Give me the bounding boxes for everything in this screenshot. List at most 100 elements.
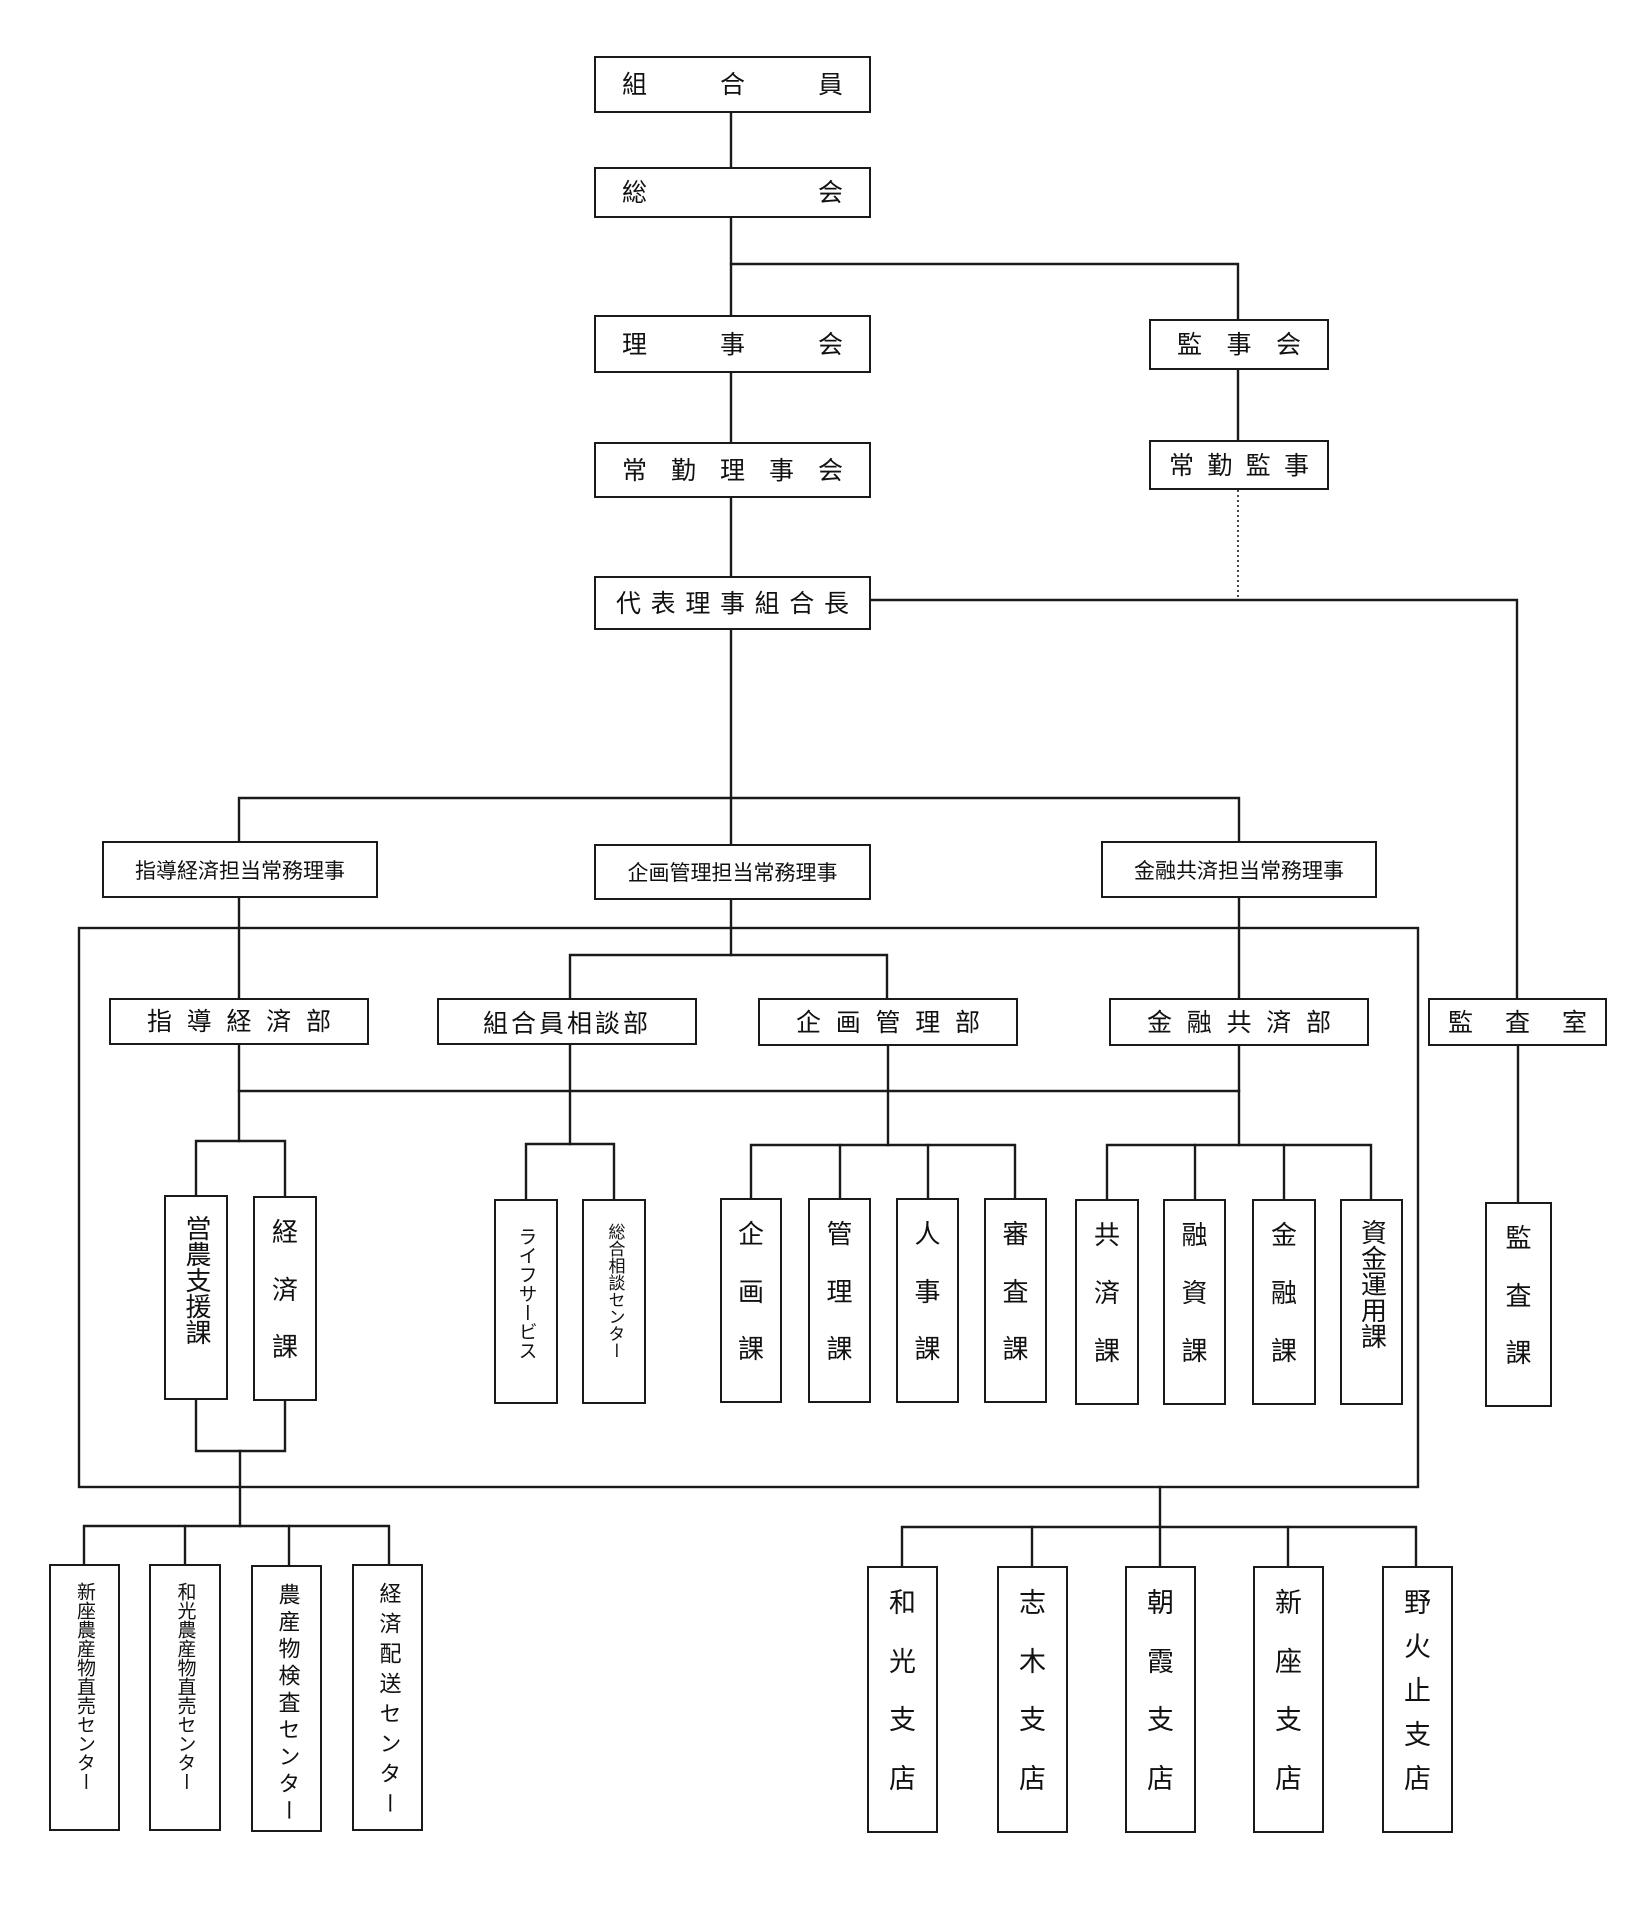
center-label: 農産物検査センター [274, 1583, 300, 1826]
label-char: 会 [817, 329, 843, 359]
branch-label: 志木支店 [1019, 1590, 1046, 1793]
label-char: 課 [1270, 1337, 1297, 1367]
label-char: 事 [1226, 330, 1252, 359]
label-char: 済 [266, 1007, 292, 1036]
label-char: 課 [826, 1335, 853, 1365]
label-char: 支 [1147, 1705, 1174, 1737]
label-char: 常 [622, 455, 648, 485]
label-char: 管 [826, 1220, 853, 1250]
label-char: 課 [1093, 1337, 1120, 1367]
branch-label: 朝霞支店 [1147, 1590, 1174, 1793]
finance-dept-label: 金融共済部 [1147, 1010, 1331, 1035]
president-label: 代表理事組合長 [616, 591, 849, 616]
board-label: 理事会 [622, 332, 843, 357]
connector [869, 598, 1519, 1000]
label-char: 監 [1177, 330, 1203, 359]
label-char: 共 [1226, 1007, 1252, 1037]
mutual-aid-section-box: 共済課 [1075, 1199, 1139, 1405]
label-char: 新 [1275, 1588, 1302, 1619]
label-char: 店 [1275, 1763, 1302, 1795]
headquarters-frame [77, 926, 1420, 1489]
economy-section-label: 経済課 [272, 1220, 298, 1361]
label-char: 長 [823, 588, 849, 618]
personnel-section-label: 人事課 [914, 1222, 940, 1363]
label-char: 経 [226, 1007, 252, 1036]
label-char: 済 [271, 1275, 298, 1306]
personnel-section-box: 人事課 [896, 1198, 959, 1403]
farm-support-section-label: 営農支援課 [181, 1215, 211, 1345]
consulting-dept-box: 組合員相談部 [437, 998, 697, 1045]
connector [194, 1139, 287, 1198]
consult-center-section-box: 総合相談センター [582, 1199, 646, 1404]
label-char: 金 [1270, 1221, 1297, 1251]
label-char: 表 [650, 588, 676, 618]
loans-section-label: 融資課 [1181, 1223, 1207, 1365]
label-char: 会 [817, 178, 843, 207]
members-label: 組合員 [622, 72, 843, 97]
label-char: 課 [1002, 1335, 1029, 1365]
center-label: 経済配送センター [375, 1582, 401, 1822]
label-char: 事 [914, 1277, 941, 1308]
standing-auditor-box: 常勤監事 [1149, 440, 1329, 490]
label-char: 組 [622, 70, 648, 99]
label-char: 光 [889, 1646, 916, 1678]
label-char: 人 [914, 1220, 941, 1250]
connector [1105, 1143, 1373, 1201]
planning-executive-label: 企画管理担当常務理事 [627, 861, 838, 885]
label-char: 止 [1404, 1676, 1431, 1707]
connector [749, 1143, 1017, 1200]
label-char: 監 [1505, 1224, 1532, 1254]
finance-section-label: 金融課 [1271, 1223, 1297, 1365]
label-char: 事 [768, 455, 794, 485]
label-char: 支 [889, 1705, 916, 1737]
members-box: 組合員 [594, 56, 871, 113]
connector [568, 953, 889, 1000]
branch-box: 新座支店 [1253, 1566, 1324, 1833]
label-char: 合 [789, 588, 815, 618]
label-char: 画 [835, 1007, 861, 1037]
auditors-box: 監事会 [1149, 319, 1329, 370]
connector [524, 1142, 616, 1201]
label-char: 理 [685, 588, 711, 618]
label-char: 審 [1002, 1220, 1029, 1250]
finance-dept-box: 金融共済部 [1109, 998, 1369, 1046]
label-char: 座 [1275, 1646, 1302, 1678]
label-char: 資 [1181, 1279, 1208, 1309]
branch-label: 和光支店 [889, 1590, 916, 1793]
branch-box: 和光支店 [867, 1566, 938, 1833]
label-char: 済 [1093, 1279, 1120, 1309]
finance-section-box: 金融課 [1252, 1199, 1316, 1405]
label-char: 店 [1404, 1764, 1431, 1795]
connector [82, 1524, 391, 1566]
audit-section-box: 監査課 [1485, 1202, 1552, 1407]
label-char: 融 [1181, 1221, 1208, 1251]
general-meeting-label: 総会 [622, 180, 843, 205]
guidance-executive-box: 指導経済担当常務理事 [102, 841, 378, 898]
general-meeting-box: 総会 [594, 167, 871, 218]
label-char: 理 [622, 329, 648, 359]
planning-executive-box: 企画管理担当常務理事 [594, 844, 871, 900]
guidance-dept-box: 指導経済部 [109, 998, 369, 1045]
label-char: 霞 [1147, 1646, 1174, 1678]
board-box: 理事会 [594, 315, 871, 373]
label-char: 合 [719, 70, 745, 99]
president-box: 代表理事組合長 [594, 576, 871, 630]
planning-dept-box: 企画管理部 [758, 998, 1018, 1046]
label-char: 支 [1275, 1705, 1302, 1737]
guidance-dept-label: 指導経済部 [147, 1009, 331, 1034]
label-char: 勤 [1207, 450, 1233, 480]
center-box: 経済配送センター [352, 1564, 423, 1831]
label-char: 事 [1283, 450, 1309, 480]
standing-board-box: 常勤理事会 [594, 442, 871, 498]
label-char: 企 [796, 1007, 822, 1037]
label-char: 部 [954, 1007, 980, 1037]
label-char: 査 [1504, 1007, 1530, 1037]
branch-box: 朝霞支店 [1125, 1566, 1196, 1833]
planning-section-label: 企画課 [738, 1222, 764, 1363]
life-service-section-box: ライフサービス [494, 1199, 558, 1404]
connector [729, 262, 1240, 321]
label-char: 課 [271, 1333, 298, 1363]
fund-management-section-box: 資金運用課 [1340, 1199, 1403, 1405]
guidance-executive-label: 指導経済担当常務理事 [135, 858, 345, 883]
